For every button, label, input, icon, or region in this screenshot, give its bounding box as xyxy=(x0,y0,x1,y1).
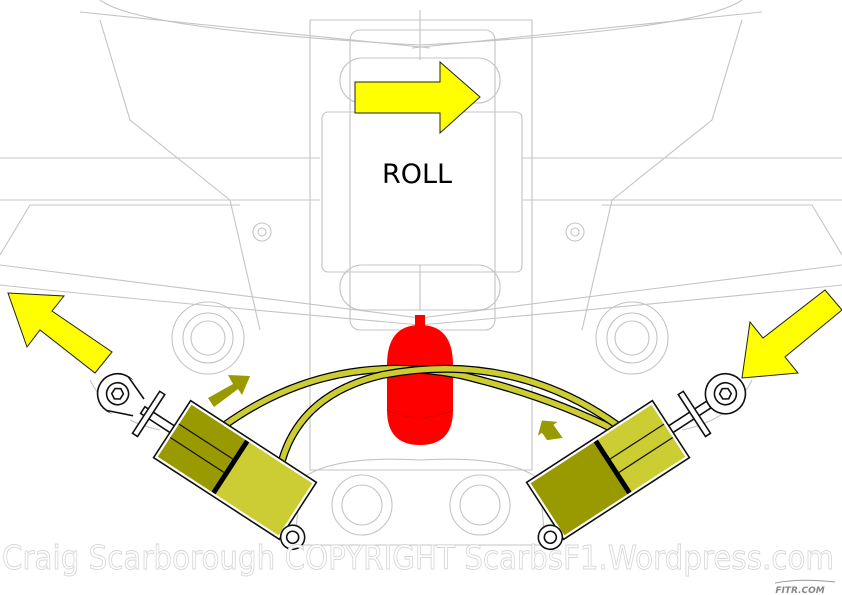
fitr-logo: FITR.COM xyxy=(774,579,836,595)
right-flow-arrow xyxy=(537,420,563,441)
accumulator-icon xyxy=(386,315,454,445)
roll-direction-arrow xyxy=(354,60,481,135)
hydraulic-hoses xyxy=(222,364,620,469)
right-damper xyxy=(525,372,747,551)
roll-label: ROLL xyxy=(382,159,452,190)
right-force-arrow xyxy=(741,289,842,379)
left-flow-arrow xyxy=(208,375,250,407)
svg-text:FITR.COM: FITR.COM xyxy=(775,586,824,595)
copyright-watermark: Craig Scarborough COPYRIGHT ScarbsF1.Wor… xyxy=(2,538,834,577)
left-damper xyxy=(96,372,318,551)
left-force-arrow xyxy=(7,292,113,374)
